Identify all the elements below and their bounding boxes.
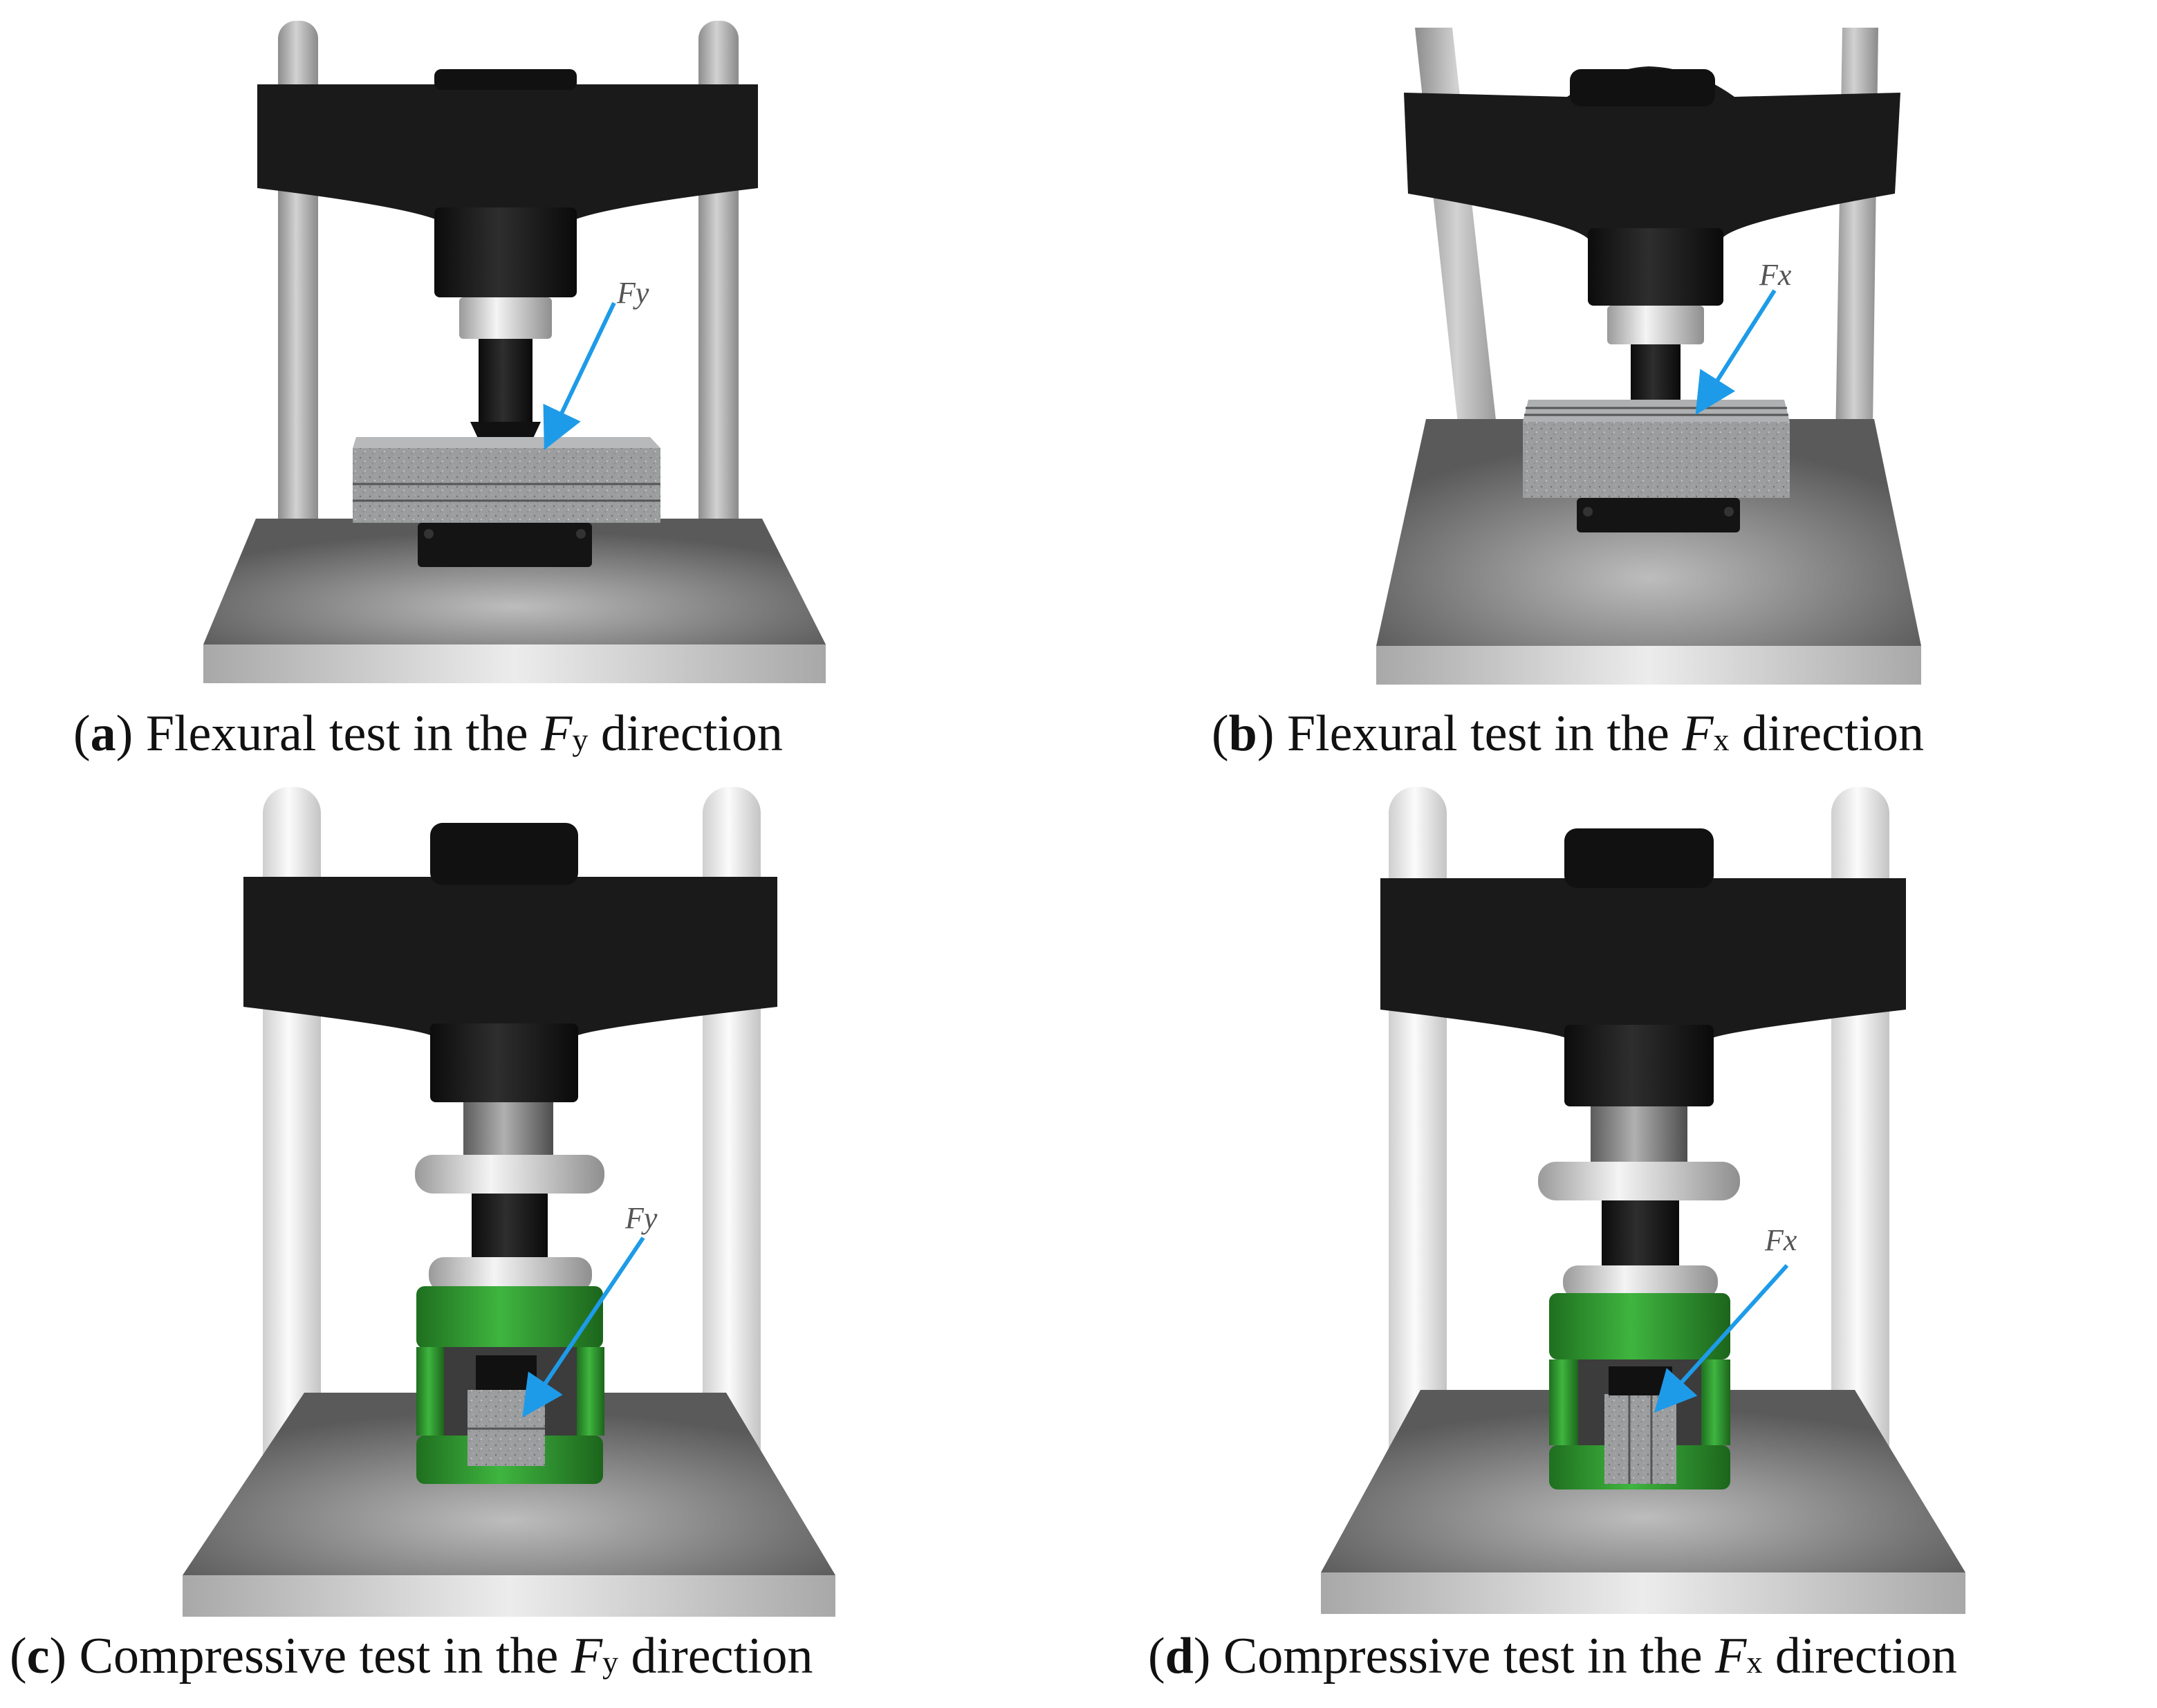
panel-b-support [1577, 498, 1740, 532]
panel-a-force-label: Fy [616, 276, 649, 310]
panel-a-illustration: Fy [203, 21, 826, 683]
caption-d-letter: d [1165, 1628, 1194, 1684]
panel-a-force-arrow [543, 301, 616, 450]
caption-d-tail: direction [1762, 1628, 1957, 1684]
panel-a-specimen [353, 448, 660, 523]
panel-b-force-arrow [1695, 289, 1777, 416]
caption-b-text: Flexural test in the [1274, 705, 1683, 762]
caption-a-subscript: y [572, 722, 589, 757]
panel-b-load-cell [1588, 228, 1723, 306]
panel-a-crosshead-top [434, 69, 577, 90]
caption-b-force: F [1682, 705, 1714, 762]
panel-b-specimen-top [1523, 400, 1790, 422]
panel-d-lower-platen [1563, 1265, 1718, 1299]
caption-a: (a) Flexural test in the Fy direction [73, 705, 783, 762]
caption-d: (d) Compressive test in the Fx direction [1148, 1628, 1957, 1684]
panel-b-force-label: Fx [1759, 258, 1792, 292]
panel-d-specimen [1604, 1394, 1676, 1484]
panel-d-crosshead [1380, 878, 1906, 1040]
caption-c-letter: c [26, 1628, 50, 1684]
panel-c-base-edge [183, 1575, 835, 1617]
panel-d-load-cell [1564, 1025, 1714, 1106]
panel-b-specimen [1523, 422, 1790, 498]
panel-d-illustration: Fx [1321, 787, 1965, 1614]
panel-a-base-edge [203, 644, 826, 683]
panel-c-fixture-top [416, 1286, 603, 1348]
caption-d-subscript: x [1746, 1644, 1763, 1680]
panel-b-collar [1607, 306, 1704, 344]
panel-c-crosshead [243, 877, 777, 1037]
panel-b-base-edge [1376, 646, 1921, 685]
panel-c-load-cell [430, 1023, 578, 1102]
panel-d-fixture-right-post [1701, 1359, 1730, 1445]
caption-b-subscript: x [1713, 722, 1730, 757]
panel-a-specimen-top [353, 437, 660, 448]
panel-c-upper-platen [415, 1155, 604, 1194]
panel-d-upper-platen [1538, 1162, 1740, 1200]
panel-b-illustration: Fx [1376, 28, 1921, 685]
panel-b-crosshead [1404, 66, 1900, 239]
caption-a-letter: a [90, 705, 116, 762]
panel-d-shaft [1602, 1200, 1679, 1270]
caption-a-tail: direction [588, 705, 783, 762]
panel-a-base-plate [203, 519, 826, 644]
panel-c-illustration: Fy [183, 787, 835, 1617]
caption-a-text: Flexural test in the [133, 705, 541, 762]
panel-c-force-arrow [522, 1236, 645, 1418]
caption-c: (c) Compressive test in the Fy direction [10, 1628, 813, 1684]
caption-b-letter: b [1228, 705, 1257, 762]
panel-a-collar [459, 297, 552, 339]
caption-c-tail: direction [618, 1628, 813, 1684]
panel-c-fixture-right-post [577, 1347, 604, 1436]
panel-c-lower-platen [429, 1257, 592, 1292]
panel-c-fixture-left-post [416, 1347, 444, 1436]
panel-a-shaft [479, 339, 533, 429]
caption-b: (b) Flexural test in the Fx direction [1212, 705, 1925, 762]
panel-c-shaft [472, 1194, 548, 1265]
panel-c-crosshead-top [430, 823, 578, 885]
caption-d-force: F [1715, 1628, 1747, 1684]
panel-c-force-label: Fy [624, 1201, 658, 1235]
panel-d-force-arrow [1654, 1263, 1789, 1413]
panel-d-fixture-left-post [1549, 1359, 1578, 1445]
panel-d-crosshead-top [1564, 828, 1714, 888]
caption-b-tail: direction [1729, 705, 1925, 762]
panel-a-support [418, 523, 592, 567]
caption-d-text: Compressive test in the [1210, 1628, 1716, 1684]
panel-b-shaft [1631, 344, 1681, 407]
caption-c-text: Compressive test in the [66, 1628, 571, 1684]
caption-c-subscript: y [602, 1644, 619, 1680]
caption-a-force: F [541, 705, 573, 762]
panel-d-fixture-top [1549, 1293, 1730, 1359]
panel-d-base-edge [1321, 1572, 1965, 1614]
panel-a-load-cell [434, 207, 577, 297]
panel-a-crosshead [257, 84, 758, 228]
caption-c-force: F [571, 1628, 603, 1684]
panel-d-force-label: Fx [1764, 1223, 1797, 1257]
panel-b-crosshead-top [1570, 69, 1715, 106]
